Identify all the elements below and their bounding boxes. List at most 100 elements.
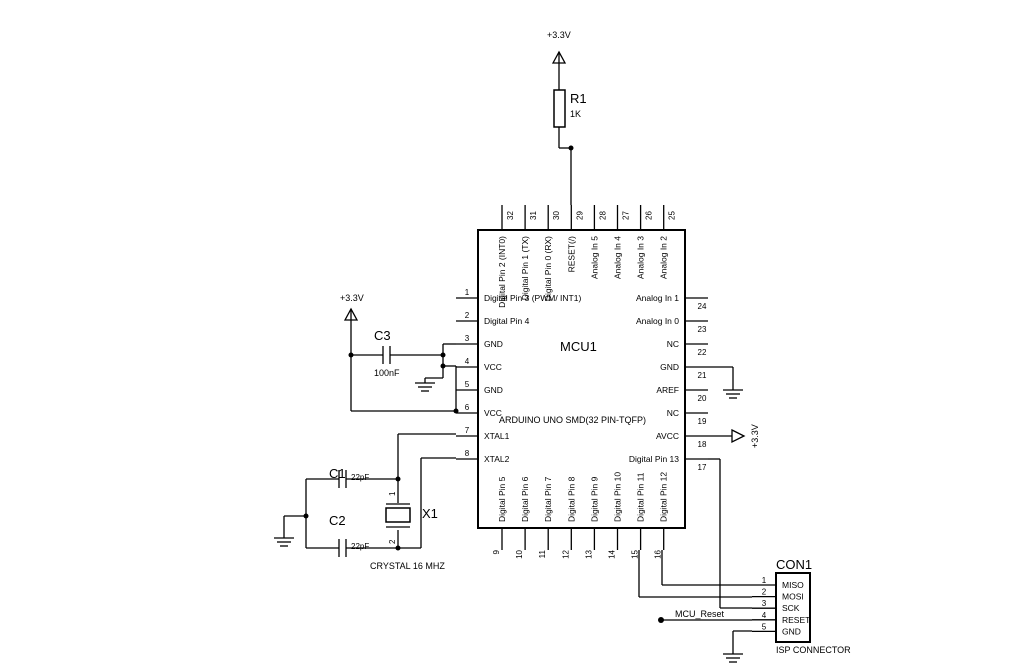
c2-value: 22pF — [351, 542, 369, 551]
pin-name: Digital Pin 11 — [636, 472, 646, 522]
pin-name: MISO — [782, 580, 804, 590]
pin-name: Analog In 1 — [636, 293, 679, 303]
pin-name: Digital Pin 8 — [566, 476, 576, 522]
crystal-x1: 1 2 X1 CRYSTAL 16 MHZ — [370, 433, 456, 571]
power-left: +3.3V — [340, 293, 456, 412]
c3-value: 100nF — [374, 368, 400, 378]
mcu-part-label: ARDUINO UNO SMD(32 PIN-TQFP) — [499, 415, 646, 425]
capacitor-c2: C2 22pF — [306, 513, 398, 557]
pin-name: MOSI — [782, 592, 804, 602]
pin-number: 2 — [762, 588, 767, 597]
pin-number: 4 — [762, 611, 767, 620]
pin-name: Digital Pin 6 — [520, 476, 530, 522]
c2-ref: C2 — [329, 513, 346, 528]
pin-name: Digital Pin 10 — [613, 472, 623, 522]
pin-number: 21 — [698, 371, 707, 380]
pin-name: GND — [484, 385, 503, 395]
pin-number: 32 — [506, 211, 515, 220]
pin-number: 15 — [631, 549, 640, 558]
pin-number: 25 — [668, 211, 677, 220]
pin-number: 14 — [608, 549, 617, 558]
pin-name: Analog In 3 — [636, 236, 646, 279]
pin-number: 29 — [575, 211, 584, 220]
pin-number: 4 — [465, 357, 470, 366]
pin-number: 22 — [698, 348, 707, 357]
power-top-label: +3.3V — [547, 30, 571, 40]
power-right-label: +3.3V — [750, 424, 760, 448]
net-label-mcu-reset: MCU_Reset — [675, 609, 725, 619]
pin-number: 20 — [698, 394, 707, 403]
pin-name: Analog In 4 — [613, 236, 623, 279]
c3-ref: C3 — [374, 328, 391, 343]
capacitor-c1: C1 22pF — [306, 466, 398, 488]
pin-name: Digital Pin 2 (INT0) — [497, 236, 507, 308]
pin-number: 6 — [465, 403, 470, 412]
pin-number: 7 — [465, 426, 470, 435]
pin-name: Digital Pin 1 (TX) — [520, 236, 530, 300]
pin-number: 2 — [465, 311, 470, 320]
pin-name: Analog In 2 — [659, 236, 669, 279]
pin-name: VCC — [484, 362, 502, 372]
power-right: +3.3V — [708, 424, 760, 448]
pin-number: 26 — [645, 211, 654, 220]
isp-wiring: MCU_Reset — [638, 458, 752, 663]
pin-number: 19 — [698, 417, 707, 426]
c1-value: 22pF — [351, 473, 369, 482]
pin-name: XTAL1 — [484, 431, 510, 441]
crystal-icon — [385, 507, 411, 523]
ground-right — [708, 366, 743, 399]
power-top: +3.3V — [547, 30, 571, 90]
pin-name: GND — [660, 362, 679, 372]
pin-name: Digital Pin 4 — [484, 316, 530, 326]
pin-number: 3 — [465, 334, 470, 343]
pin-number: 8 — [465, 449, 470, 458]
c1-ref: C1 — [329, 466, 346, 481]
pin-number: 3 — [762, 599, 767, 608]
pin-name: GND — [782, 626, 801, 636]
pin-name: Digital Pin 13 — [629, 454, 679, 464]
pin-number: 1 — [465, 288, 470, 297]
pin-number: 11 — [538, 549, 547, 558]
pin-name: Analog In 0 — [636, 316, 679, 326]
mcu-body — [477, 229, 686, 529]
junction-dot — [440, 363, 446, 369]
x1-pin2: 2 — [388, 539, 397, 544]
x1-ref: X1 — [422, 506, 438, 521]
pin-number: 24 — [698, 302, 707, 311]
pin-number: 9 — [492, 549, 501, 554]
pin-name: NC — [667, 339, 679, 349]
pin-number: 1 — [762, 576, 767, 585]
pin-number: 31 — [529, 211, 538, 220]
x1-pin1: 1 — [388, 491, 397, 496]
pin-number: 28 — [598, 211, 607, 220]
x1-desc: CRYSTAL 16 MHZ — [370, 561, 445, 571]
r1-ref: R1 — [570, 91, 587, 106]
pin-name: Digital Pin 3 (PWM/ INT1) — [484, 293, 581, 303]
pin-number: 5 — [465, 380, 470, 389]
pin-name: NC — [667, 408, 679, 418]
capacitor-c3: C3 100nF — [374, 328, 459, 414]
pin-number: 27 — [622, 211, 631, 220]
ground-c3 — [415, 377, 443, 392]
pin-name: Digital Pin 0 (RX) — [543, 236, 553, 301]
junction-dot — [568, 145, 574, 151]
pin-name: AVCC — [656, 431, 679, 441]
pin-name: SCK — [782, 603, 800, 613]
pin-name: VCC — [484, 408, 502, 418]
pin-name: XTAL2 — [484, 454, 510, 464]
resistor-r1: R1 1K — [553, 89, 587, 205]
pin-name: Digital Pin 7 — [543, 476, 553, 522]
junction-dot — [658, 617, 664, 623]
power-left-label: +3.3V — [340, 293, 364, 303]
junction-dot — [453, 408, 459, 414]
pin-name: Analog In 5 — [589, 236, 599, 279]
pin-number: 17 — [698, 463, 707, 472]
pin-number: 16 — [654, 549, 663, 558]
r1-value: 1K — [570, 109, 581, 119]
con1-ref: CON1 — [776, 557, 812, 572]
con1-body — [775, 572, 811, 643]
